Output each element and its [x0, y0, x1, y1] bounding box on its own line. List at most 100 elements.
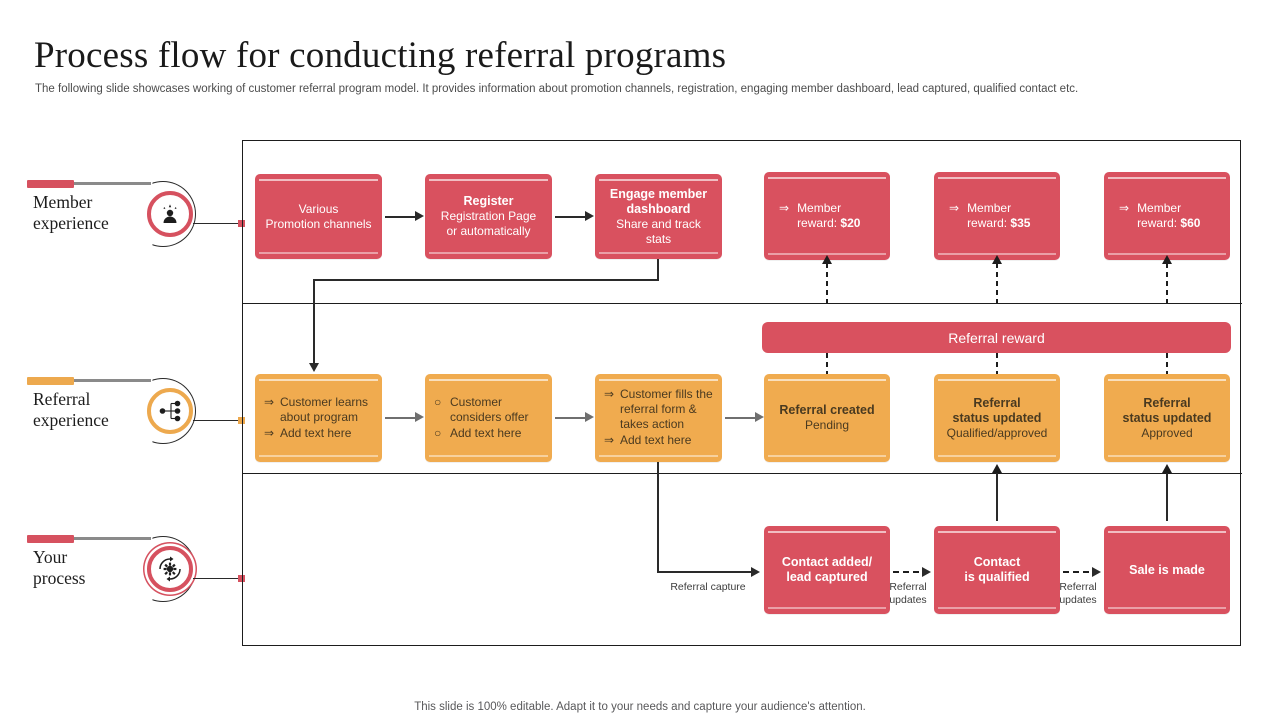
- connector-line: [555, 216, 587, 218]
- box-member-reward-35[interactable]: ⇒ Member reward: $35: [934, 172, 1060, 260]
- connector-line: [1166, 473, 1169, 521]
- box-contact-added-lead-captured[interactable]: Contact added/ lead captured: [764, 526, 890, 614]
- reward-value: $20: [840, 216, 861, 230]
- list-item: ⇒ Customer fills the referral form & tak…: [604, 387, 713, 432]
- box-line: Sale is made: [1129, 562, 1205, 577]
- connector-line: [313, 279, 316, 367]
- lane-your-process: Your process: [0, 525, 245, 645]
- box-customer-learns[interactable]: ⇒ Customer learns about program ⇒ Add te…: [255, 374, 382, 462]
- list-item-text: Add text here: [620, 433, 692, 447]
- lane-connector-dot: [238, 220, 245, 227]
- list-item-text: Customer learns about program: [280, 394, 369, 424]
- reward-line1: Member: [797, 201, 842, 215]
- bullet-circle-icon: ○: [434, 394, 442, 409]
- lane-title-line1: Your: [33, 547, 68, 567]
- bullet-list: ⇒ Customer fills the referral form & tak…: [604, 387, 713, 449]
- referral-network-icon: [159, 400, 181, 422]
- box-customer-fills-form[interactable]: ⇒ Customer fills the referral form & tak…: [595, 374, 722, 462]
- lane-member-experience: Member experience: [0, 170, 245, 290]
- bullet-circle-icon: ○: [434, 425, 442, 440]
- box-referral-status-updated-qualified[interactable]: Referral status updated Qualified/approv…: [934, 374, 1060, 462]
- reward-label: reward:: [1137, 216, 1178, 230]
- reward-line1: Member: [967, 201, 1012, 215]
- connector-line: [725, 417, 757, 419]
- lane-connector-dot: [238, 417, 245, 424]
- dashed-connector: [1166, 353, 1168, 374]
- arrow-up-icon: [991, 464, 1002, 473]
- bullet-arrow-icon: ⇒: [949, 201, 960, 215]
- bullet-list: ⇒ Customer learns about program ⇒ Add te…: [264, 395, 373, 442]
- page-subtitle: The following slide showcases working of…: [35, 83, 1079, 95]
- dashed-connector: [826, 263, 828, 308]
- lane-accent-bar: [27, 535, 74, 543]
- lane-referral-experience: Referral experience: [0, 367, 245, 487]
- connector-line: [555, 417, 587, 419]
- status-title-line2: status updated: [1122, 410, 1212, 425]
- connector-line: [657, 571, 755, 574]
- box-line: is qualified: [964, 570, 1030, 584]
- box-line: Various: [298, 201, 339, 216]
- reward-line1: Member: [1137, 201, 1182, 215]
- banner-referral-reward[interactable]: Referral reward: [762, 322, 1231, 353]
- lane-connector-dot: [238, 575, 245, 582]
- reward-label: reward:: [967, 216, 1008, 230]
- connector-line: [385, 417, 417, 419]
- banner-label: Referral reward: [948, 329, 1045, 346]
- status-title-line1: Referral: [1143, 395, 1191, 410]
- edge-label-line1: Referral: [889, 581, 927, 593]
- lane-rule: [74, 379, 151, 382]
- box-line: Share and track stats: [616, 216, 701, 246]
- box-register[interactable]: Register Registration Page or automatica…: [425, 174, 552, 259]
- box-line: Registration Page: [440, 209, 537, 223]
- list-item-text: Add text here: [450, 425, 522, 440]
- bullet-arrow-icon: ⇒: [604, 433, 615, 447]
- box-various-promotion-channels[interactable]: Various Promotion channels: [255, 174, 382, 259]
- connector-line: [657, 259, 660, 281]
- box-referral-created[interactable]: Referral created Pending: [764, 374, 890, 462]
- arrow-right-icon: [751, 567, 760, 577]
- list-item-text: Add text here: [280, 425, 352, 440]
- box-line: or automatically: [446, 224, 531, 238]
- row-divider-2: [243, 473, 1242, 474]
- box-member-reward-20[interactable]: ⇒ Member reward: $20: [764, 172, 890, 260]
- connector-line: [657, 462, 660, 573]
- bullet-list: ○ Customer considers offer ○ Add text he…: [434, 395, 543, 442]
- status-title-line2: status updated: [952, 410, 1042, 425]
- edge-label-line2: updates: [889, 593, 927, 606]
- status-subtitle: Approved: [1141, 425, 1193, 440]
- arrow-right-icon: [1092, 566, 1101, 577]
- edge-label-referral-updates: Referral updates: [871, 581, 945, 606]
- list-item: ○ Customer considers offer: [434, 395, 543, 425]
- box-line: Engage member: [609, 186, 708, 201]
- box-member-reward-60[interactable]: ⇒ Member reward: $60: [1104, 172, 1230, 260]
- box-line: Register: [463, 194, 514, 208]
- lane-title-line1: Referral: [33, 389, 91, 409]
- lane-icon-ring: [147, 546, 193, 592]
- lane-title-line2: experience: [33, 410, 109, 430]
- box-sale-is-made[interactable]: Sale is made: [1104, 526, 1230, 614]
- arrow-up-icon: [1161, 464, 1172, 473]
- box-customer-considers-offer[interactable]: ○ Customer considers offer ○ Add text he…: [425, 374, 552, 462]
- arrow-down-icon: [308, 363, 319, 372]
- dashed-connector: [826, 353, 828, 374]
- lane-accent-bar: [27, 180, 74, 188]
- edge-label-line2: updates: [1059, 593, 1097, 606]
- page-title: Process flow for conducting referral pro…: [34, 35, 727, 76]
- lane-connector-line: [193, 420, 242, 422]
- row-divider-1: [243, 303, 1242, 304]
- lane-title-line2: experience: [33, 213, 109, 233]
- edge-label-line1: Referral: [1059, 581, 1097, 593]
- box-engage-member-dashboard[interactable]: Engage member dashboard Share and track …: [595, 174, 722, 259]
- arrow-up-icon: [991, 255, 1002, 264]
- bullet-arrow-icon: ⇒: [1119, 201, 1130, 215]
- box-line: Promotion channels: [265, 216, 372, 231]
- box-referral-status-updated-approved[interactable]: Referral status updated Approved: [1104, 374, 1230, 462]
- edge-label-referral-updates: Referral updates: [1041, 581, 1115, 606]
- lane-accent-bar: [27, 377, 74, 385]
- arrow-up-icon: [821, 255, 832, 264]
- status-title: Referral created: [779, 403, 875, 417]
- dashed-connector: [893, 571, 925, 573]
- bullet-arrow-icon: ⇒: [779, 201, 790, 215]
- list-item-text: Customer considers offer: [450, 394, 529, 424]
- box-contact-is-qualified[interactable]: Contact is qualified: [934, 526, 1060, 614]
